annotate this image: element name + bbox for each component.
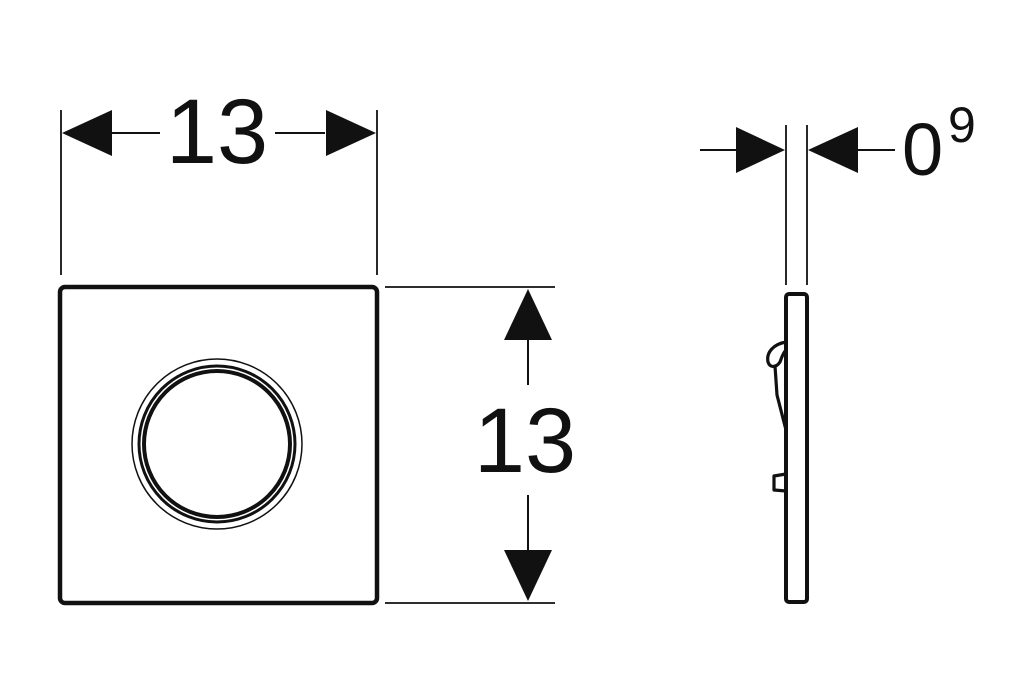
height-label: 13 [474,390,576,492]
lower-mounting-tab [772,472,787,493]
height-dimension: 13 [385,286,576,604]
plate-profile [784,292,809,604]
front-view: 13 13 [57,81,576,606]
width-arrow-right [326,110,376,156]
thickness-label: 0 [902,108,943,191]
height-arrow-top [504,289,552,340]
thickness-arrow-right [808,127,858,173]
actuator-button [131,358,303,530]
plate-outline [57,284,380,606]
thickness-label-sup: 9 [948,97,976,153]
height-arrow-bottom [504,550,552,601]
upper-mounting-clip [766,340,788,432]
thickness-arrow-left [736,127,785,173]
side-view: 0 9 [700,97,976,604]
width-arrow-left [62,110,112,156]
width-dimension: 13 [60,81,378,275]
width-label: 13 [166,81,268,183]
thickness-dimension: 0 9 [700,97,976,191]
